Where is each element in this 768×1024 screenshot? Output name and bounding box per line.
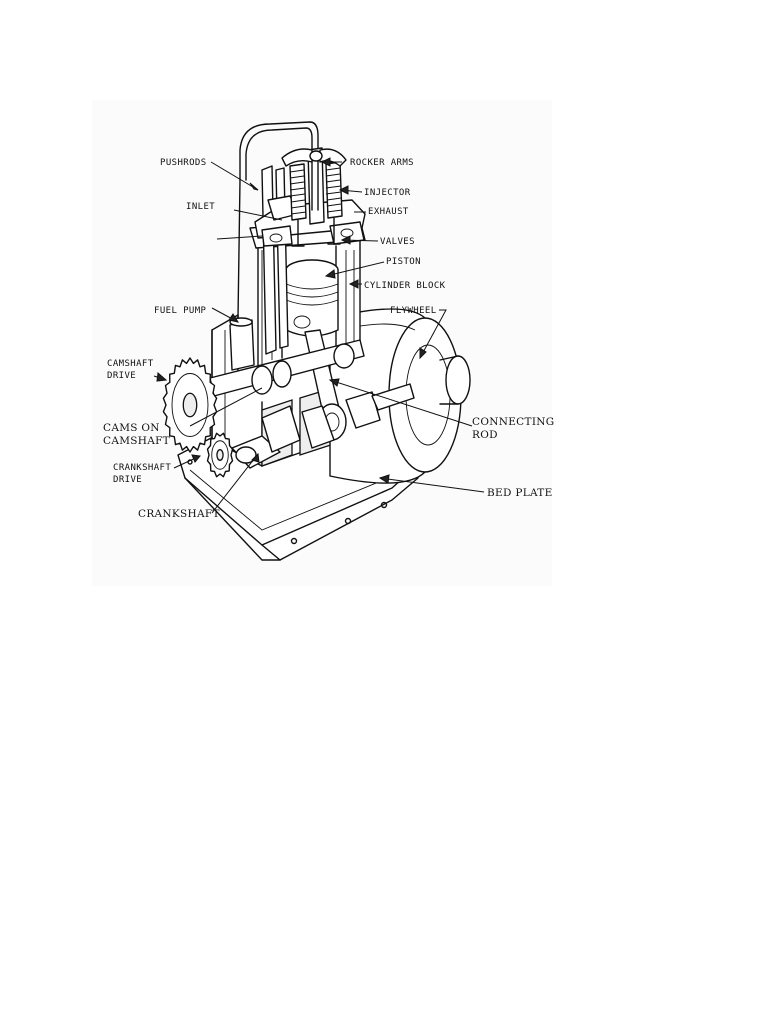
labels: PUSHRODS ROCKER ARMS INJECTOR INLET EXHA… xyxy=(103,158,554,520)
label-crankshaft-drive-line1: CRANKSHAFT xyxy=(113,463,171,473)
label-connecting-rod-line2: ROD xyxy=(472,429,498,441)
valve-springs xyxy=(289,147,343,225)
camshaft xyxy=(209,339,365,397)
crankshaft xyxy=(231,383,415,469)
label-camshaft-drive-line1: CAMSHAFT xyxy=(107,359,154,369)
label-bed-plate: BED PLATE xyxy=(487,487,553,499)
valves xyxy=(291,217,341,247)
label-inlet: INLET xyxy=(186,202,215,212)
label-cams-on-camshaft-line2: CAMSHAFT xyxy=(103,435,170,447)
label-camshaft-drive-line2: DRIVE xyxy=(107,371,136,381)
fuel-pump xyxy=(229,179,255,371)
label-connecting-rod-line1: CONNECTING xyxy=(472,416,554,428)
label-exhaust: EXHAUST xyxy=(368,207,409,217)
camshaft-gear xyxy=(162,357,218,453)
label-piston: PISTON xyxy=(386,257,421,267)
label-cams-on-camshaft-line1: CAMS ON xyxy=(103,422,160,434)
label-flywheel: FLYWHEEL xyxy=(390,306,437,316)
label-pushrods: PUSHRODS xyxy=(160,158,207,168)
label-crankshaft: CRANKSHAFT xyxy=(138,508,220,520)
label-injector: INJECTOR xyxy=(364,188,411,198)
piston xyxy=(285,259,339,337)
label-valves: VALVES xyxy=(380,237,415,247)
label-cylinder-block: CYLINDER BLOCK xyxy=(364,281,446,291)
arrowheads xyxy=(156,157,427,484)
label-crankshaft-drive-line2: DRIVE xyxy=(113,475,142,485)
crankshaft-gear xyxy=(206,432,234,478)
label-fuel-pump: FUEL PUMP xyxy=(154,306,207,316)
label-rocker-arms: ROCKER ARMS xyxy=(350,158,414,168)
